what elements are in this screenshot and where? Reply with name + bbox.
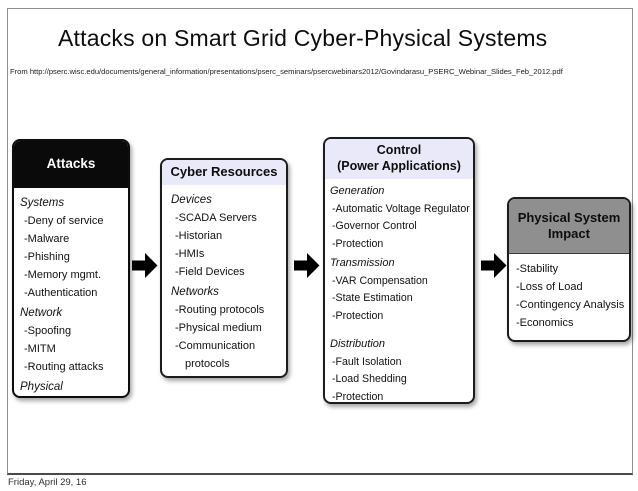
list-item: -SCADA Servers <box>175 212 257 224</box>
list-item: -Deny of service <box>24 215 104 227</box>
group-label: Transmission <box>330 257 395 269</box>
group-label: Networks <box>171 286 219 298</box>
right-arrow-icon <box>481 253 507 278</box>
box-attacks: Attacks Systems -Deny of service -Malware -… <box>12 139 130 398</box>
list-item: -Load Shedding <box>332 373 407 385</box>
box-attacks-body: Systems -Deny of service -Malware -Phishing… <box>14 188 128 396</box>
box-control-header: Control(Power Applications) <box>325 139 473 179</box>
group-label: Network <box>20 307 63 319</box>
group-label: Distribution <box>330 338 386 350</box>
group-label: Generation <box>330 185 385 197</box>
box-title-line: Control <box>376 143 422 158</box>
group-label: Physical <box>20 381 63 393</box>
list-item: -Protection <box>332 309 384 322</box>
list-item: -Routing attacks <box>24 361 104 373</box>
right-arrow-icon <box>294 253 320 278</box>
right-arrow-icon <box>132 253 158 278</box>
list-item: -Loss of Load <box>516 281 583 293</box>
page-title: Attacks on Smart Grid Cyber-Physical Sys… <box>58 25 548 51</box>
list-item: -HMIs <box>175 248 205 260</box>
list-item: -Fault Isolation <box>332 355 402 368</box>
box-cyber-resources: Cyber Resources Devices -SCADA Servers -Hi… <box>160 158 288 378</box>
list-item: -Protection <box>332 237 384 250</box>
box-cyber-resources-body: Devices -SCADA Servers -Historian -HMIs -Fie… <box>162 185 286 373</box>
list-item: -Authentication <box>24 287 98 299</box>
list-item: -Governor Control <box>332 220 417 232</box>
list-item: -MITM <box>24 343 56 355</box>
list-item: -State Estimation <box>332 292 413 304</box>
box-physical-system-impact-body: -Stability -Loss of Load -Contingency Anal… <box>509 254 629 332</box>
list-item: -Physical medium <box>175 322 262 334</box>
list-item: -Communication protocols <box>175 340 256 370</box>
footer-date: Friday, April 29, 16 <box>8 477 87 488</box>
list-item: -Protection <box>332 390 384 403</box>
list-item: -Field Devices <box>175 266 245 278</box>
group-label: Devices <box>171 194 212 206</box>
box-cyber-resources-header: Cyber Resources <box>162 160 286 185</box>
box-title-line: Cyber Resources <box>170 164 278 180</box>
box-control-power-applications: Control(Power Applications) Generation -A… <box>323 137 475 404</box>
list-item: -Economics <box>516 317 574 329</box>
box-control-body: Generation -Automatic Voltage Regulator -G… <box>325 179 473 403</box>
list-item: -Contingency Analysis <box>516 299 625 311</box>
box-title-line: Physical System <box>517 209 621 225</box>
list-item: -Phishing <box>24 251 70 263</box>
box-attacks-header: Attacks <box>14 141 128 188</box>
list-item: -Malware <box>24 233 70 245</box>
list-item: -Routing protocols <box>175 304 265 316</box>
list-item: -Memory mgmt. <box>24 269 101 281</box>
list-item: -Spoofing <box>24 325 72 337</box>
list-item: -VAR Compensation <box>332 274 428 287</box>
list-item: -Stability <box>516 263 559 275</box>
source-url-text: From http://pserc.wisc.edu/documents/gen… <box>10 67 563 76</box>
group-label: Systems <box>20 197 65 209</box>
box-title-line: (Power Applications) <box>337 159 461 173</box>
list-item: -Automatic Voltage Regulator <box>332 202 470 215</box>
box-title-line: Attacks <box>46 156 96 172</box>
box-title-line: Impact <box>548 226 590 241</box>
list-item: -Historian <box>175 230 223 242</box>
